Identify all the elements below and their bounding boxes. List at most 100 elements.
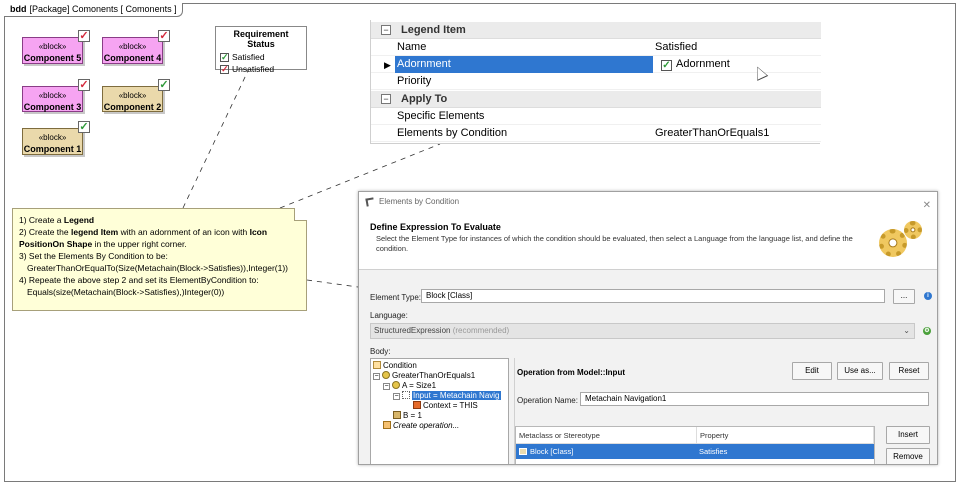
- expression-tree: Condition −GreaterThanOrEquals1 −A = Siz…: [370, 358, 509, 464]
- group-legend-item[interactable]: − Legend Item: [371, 22, 821, 39]
- requirement-status-legend[interactable]: Requirement Status ✓Satisfied ✓Unsatisfi…: [215, 26, 307, 74]
- column-header-metaclass[interactable]: Metaclass or Stereotype: [516, 427, 697, 444]
- tree-node-condition[interactable]: Condition: [373, 360, 417, 371]
- block-stereotype: «block»: [38, 133, 67, 142]
- property-name: Adornment: [395, 56, 653, 73]
- block-component-2[interactable]: «block» Component 2: [102, 86, 163, 112]
- gear-run-icon[interactable]: ⚙: [923, 327, 931, 335]
- block-name: Component 4: [103, 53, 162, 63]
- browse-button[interactable]: ...: [893, 289, 915, 304]
- insert-button[interactable]: Insert: [886, 426, 930, 444]
- collapse-icon[interactable]: −: [373, 373, 380, 380]
- note-line-4: 3) Set the Elements By Condition to be:: [19, 251, 168, 261]
- collapse-icon[interactable]: −: [381, 94, 391, 104]
- legend-item-satisfied: ✓Satisfied: [220, 51, 302, 63]
- unsatisfied-check-icon: ✓: [78, 30, 90, 42]
- property-row-adornment[interactable]: ▶ Adornment ✓Adornment: [371, 56, 821, 73]
- note-text: with an adornment of an icon with: [118, 227, 250, 237]
- tree-label: Condition: [383, 361, 417, 370]
- collapse-icon[interactable]: −: [383, 383, 390, 390]
- block-stereotype: «block»: [38, 42, 67, 51]
- legend-item-unsatisfied: ✓Unsatisfied: [220, 63, 302, 75]
- group-label: Apply To: [401, 93, 448, 105]
- diagram-tab-text: [Package] Comonents [ Comonents ]: [29, 4, 177, 14]
- info-icon[interactable]: i: [924, 292, 932, 300]
- properties-panel: − Legend Item Name Satisfied ▶ Adornment…: [370, 20, 821, 144]
- note-bold: Legend: [63, 215, 95, 225]
- block-component-1[interactable]: «block» Component 1: [22, 128, 83, 155]
- property-row-name[interactable]: Name Satisfied: [371, 39, 821, 56]
- table-row[interactable]: Block [Class] Satisfies: [516, 444, 874, 459]
- group-apply-to[interactable]: − Apply To: [371, 91, 821, 108]
- adornment-check-icon: ✓: [661, 60, 672, 71]
- value-icon: [393, 411, 401, 419]
- property-row-priority[interactable]: Priority: [371, 73, 821, 90]
- table-cell: Block [Class]: [519, 444, 573, 459]
- property-row-specific-elements[interactable]: Specific Elements: [371, 108, 821, 125]
- use-as-button[interactable]: Use as...: [837, 362, 883, 380]
- app-icon: [365, 197, 375, 207]
- dialog-title: Elements by Condition: [379, 197, 460, 206]
- note-bold: Icon: [249, 227, 268, 237]
- legend-title: Requirement Status: [233, 29, 289, 49]
- remove-button[interactable]: Remove: [886, 448, 930, 464]
- dialog-description: Select the Element Type for instances of…: [376, 234, 853, 253]
- block-component-4[interactable]: «block» Component 4: [102, 37, 163, 64]
- connector-legend: [182, 55, 256, 209]
- note-text: 2) Create the: [19, 227, 71, 237]
- block-component-5[interactable]: «block» Component 5: [22, 37, 83, 64]
- language-hint: (recommended): [452, 326, 510, 335]
- block-name: Component 1: [23, 144, 82, 154]
- element-type-field[interactable]: Block [Class]: [421, 289, 885, 303]
- column-header-property[interactable]: Property: [697, 427, 874, 444]
- note-line-3: PositionOn Shape in the upper right corn…: [19, 238, 300, 250]
- collapse-icon[interactable]: −: [393, 393, 400, 400]
- tree-label-selected: Input = Metachain Navig: [412, 391, 501, 400]
- metachain-table: Metaclass or Stereotype Property Block […: [515, 426, 875, 464]
- language-select[interactable]: StructuredExpression (recommended)⌄: [370, 323, 915, 339]
- block-name: Component 2: [103, 102, 162, 112]
- element-type-label: Element Type:: [370, 293, 421, 302]
- operation-name-field[interactable]: Metachain Navigation1: [580, 392, 929, 406]
- elements-by-condition-dialog: Elements by Condition ✕ Define Expressio…: [358, 191, 938, 465]
- edit-button[interactable]: Edit: [792, 362, 832, 380]
- property-value[interactable]: Satisfied: [655, 41, 698, 53]
- note-text: in the upper right corner.: [92, 239, 187, 249]
- satisfied-check-icon: ✓: [220, 51, 229, 62]
- table-cell: Satisfies: [699, 447, 728, 456]
- note-line-1: 1) Create a Legend: [19, 214, 300, 226]
- tree-node-a[interactable]: −A = Size1: [383, 380, 436, 391]
- operation-icon: [382, 371, 390, 379]
- cell-text: Block [Class]: [530, 447, 574, 456]
- property-name: Priority: [397, 75, 432, 87]
- dialog-titlebar[interactable]: Elements by Condition ✕: [359, 192, 937, 212]
- tree-node-create-operation[interactable]: Create operation...: [383, 420, 459, 431]
- note-bold: PositionOn Shape: [19, 239, 93, 249]
- property-value[interactable]: ✓Adornment: [661, 56, 827, 73]
- block-component-3[interactable]: «block» Component 3: [22, 86, 83, 112]
- tree-node-input[interactable]: − Input = Metachain Navig: [393, 390, 501, 401]
- diagram-tab: bdd[Package] Comonents [ Comonents ]: [4, 3, 183, 17]
- language-label: Language:: [370, 311, 408, 320]
- instructions-note[interactable]: 1) Create a Legend 2) Create the legend …: [12, 208, 307, 311]
- tree-node-context[interactable]: Context = THIS: [413, 400, 478, 411]
- operation-pane: Operation from Model::Input Edit Use as.…: [514, 358, 937, 464]
- condition-icon: [373, 361, 381, 369]
- block-name: Component 3: [23, 102, 82, 112]
- block-stereotype: «block»: [38, 91, 67, 100]
- block-name: Component 5: [23, 53, 82, 63]
- reset-button[interactable]: Reset: [889, 362, 929, 380]
- tree-node-greater[interactable]: − GreaterThanOrEquals1: [373, 370, 475, 381]
- property-name: Elements by Condition: [397, 127, 508, 139]
- satisfied-check-icon: ✓: [78, 121, 90, 133]
- tree-label: GreaterThanOrEquals1: [392, 371, 476, 380]
- collapse-icon[interactable]: −: [381, 25, 391, 35]
- unsatisfied-check-icon: ✓: [158, 30, 170, 42]
- pane-title: Operation from Model::Input: [517, 368, 625, 377]
- block-stereotype: «block»: [118, 91, 147, 100]
- property-value[interactable]: GreaterThanOrEquals1: [655, 127, 770, 139]
- property-row-elements-by-condition[interactable]: Elements by Condition GreaterThanOrEqual…: [371, 125, 821, 142]
- tree-node-b[interactable]: B = 1: [393, 410, 422, 421]
- diagram-frame: [4, 3, 956, 482]
- close-icon[interactable]: ✕: [922, 200, 931, 211]
